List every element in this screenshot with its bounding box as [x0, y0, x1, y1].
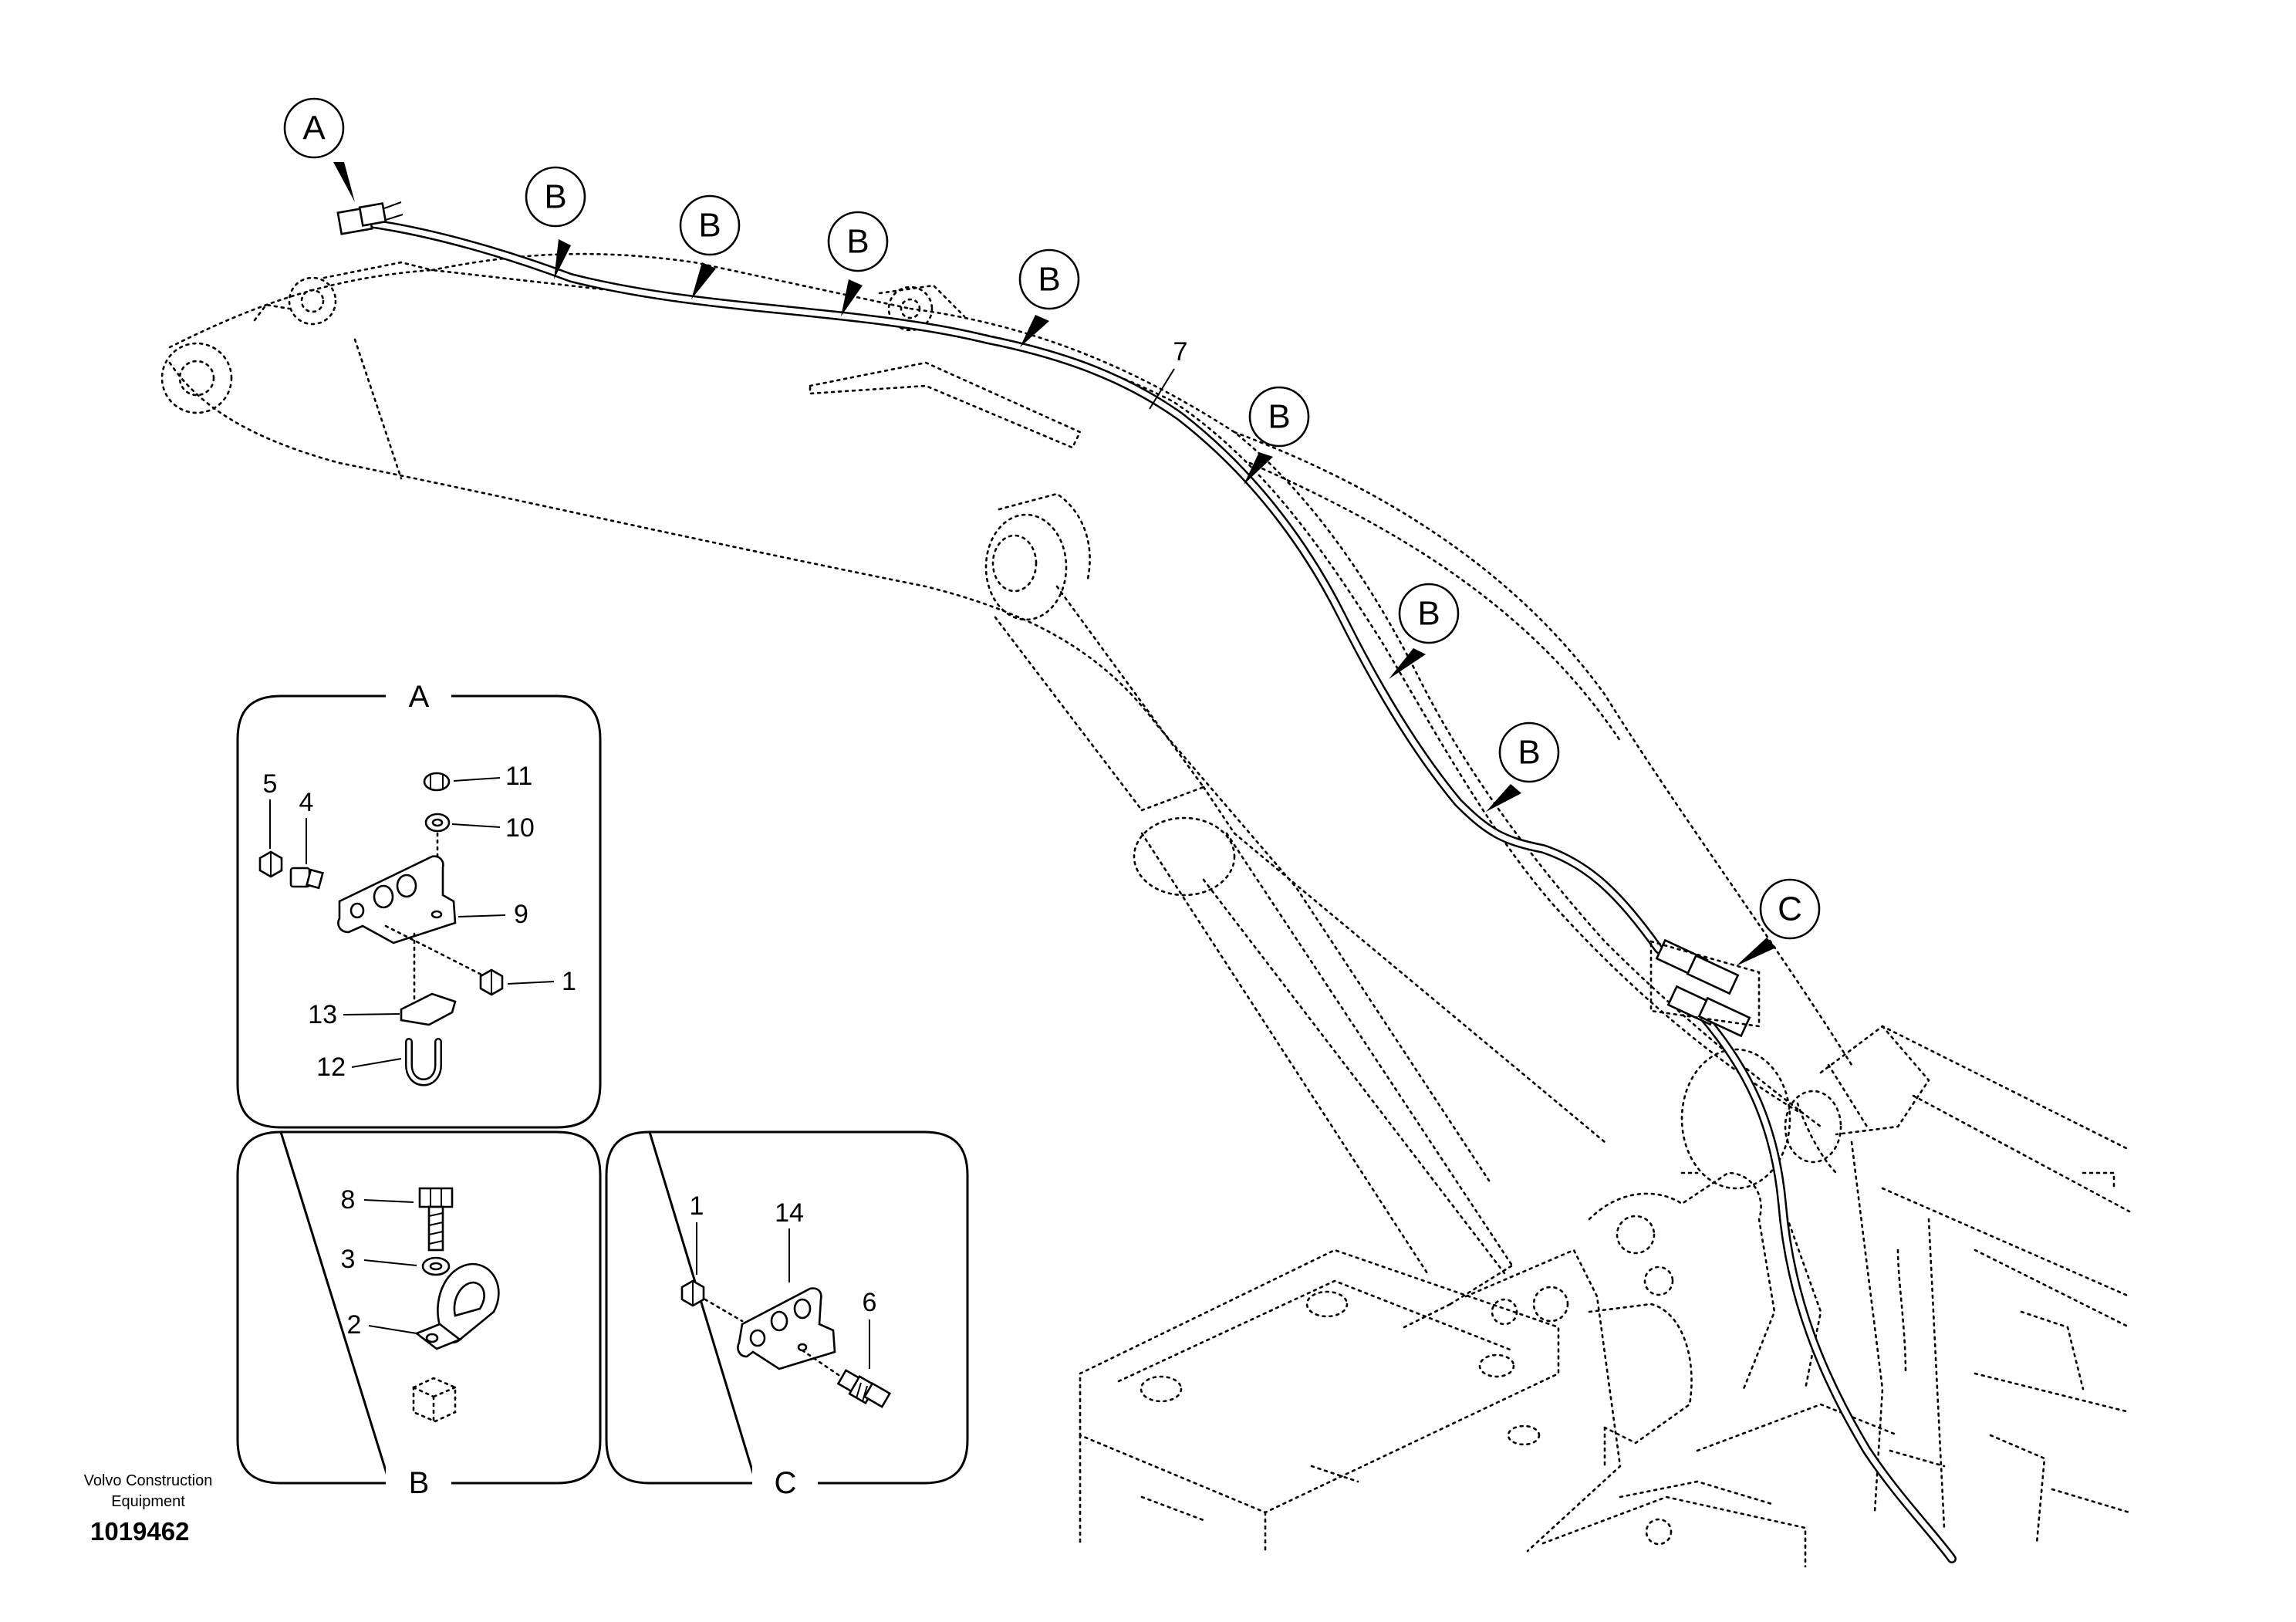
callout-b-4: B [1018, 248, 1080, 347]
svg-text:14: 14 [775, 1198, 804, 1228]
plate-part-13 [400, 992, 457, 1026]
bracket-part-9 [337, 855, 457, 944]
clamp-part-2 [414, 1262, 500, 1350]
svg-text:C: C [775, 1466, 797, 1500]
svg-text:B: B [1417, 595, 1440, 633]
nut-part-5 [258, 850, 283, 878]
nut-part-1-a [479, 968, 504, 996]
bolt-part-4 [289, 867, 324, 890]
hose-label-7: 7 [1149, 337, 1188, 410]
svg-text:3: 3 [341, 1245, 356, 1274]
document-number: 1019462 [90, 1517, 189, 1546]
callout-b-1: B [525, 166, 586, 279]
footer-credit: Volvo Construction Equipment 1019462 [84, 1472, 213, 1546]
callout-b-6: B [1389, 583, 1460, 679]
callout-b-5: B [1244, 386, 1310, 485]
callout-b-7: B [1486, 721, 1560, 812]
callout-b-2: B [679, 194, 741, 299]
svg-text:11: 11 [505, 762, 532, 791]
mount-block [412, 1377, 457, 1423]
connector-cluster-c [1649, 938, 1761, 1038]
detail-panel-b: B 8 3 2 [236, 1130, 602, 1500]
svg-text:Volvo Construction: Volvo Construction [84, 1472, 213, 1489]
svg-text:9: 9 [514, 900, 528, 929]
svg-text:1: 1 [562, 967, 576, 996]
washer-part-3 [421, 1256, 451, 1276]
svg-text:Equipment: Equipment [111, 1493, 185, 1510]
detail-panel-a: A 5 4 11 10 [236, 679, 602, 1129]
svg-text:A: A [409, 680, 430, 714]
nut-part-11 [423, 772, 451, 792]
svg-text:8: 8 [341, 1185, 356, 1215]
svg-text:5: 5 [263, 769, 278, 799]
svg-text:6: 6 [863, 1288, 877, 1317]
svg-text:B: B [846, 223, 869, 261]
svg-text:B: B [409, 1466, 430, 1500]
svg-text:B: B [1268, 398, 1290, 436]
svg-text:1: 1 [690, 1191, 704, 1221]
svg-text:B: B [1038, 261, 1060, 299]
connector-a [336, 201, 403, 235]
svg-text:12: 12 [316, 1053, 346, 1082]
svg-text:2: 2 [347, 1310, 362, 1340]
svg-text:B: B [1518, 734, 1540, 772]
svg-text:B: B [544, 178, 566, 216]
svg-text:4: 4 [299, 788, 314, 817]
callout-a: A [283, 97, 355, 202]
callout-c: C [1736, 878, 1821, 966]
detail-panel-c: C 1 14 6 [605, 1130, 969, 1500]
bracket-part-14 [737, 1287, 836, 1370]
upperstructure [1079, 1025, 2131, 1568]
fitting-part-6 [836, 1369, 892, 1408]
boom-cylinder [984, 492, 1606, 1275]
svg-text:13: 13 [308, 1000, 337, 1029]
u-bolt-part-12 [405, 1038, 442, 1086]
svg-text:C: C [1778, 890, 1802, 928]
svg-text:10: 10 [505, 813, 535, 843]
hose-7 [358, 218, 1957, 1563]
washer-part-10 [424, 813, 451, 833]
nut-part-1-c [680, 1279, 705, 1307]
svg-text:B: B [698, 207, 721, 245]
svg-text:7: 7 [1173, 337, 1188, 367]
svg-text:A: A [302, 110, 326, 147]
callout-b-3: B [827, 211, 889, 316]
bolt-part-8 [418, 1187, 454, 1252]
